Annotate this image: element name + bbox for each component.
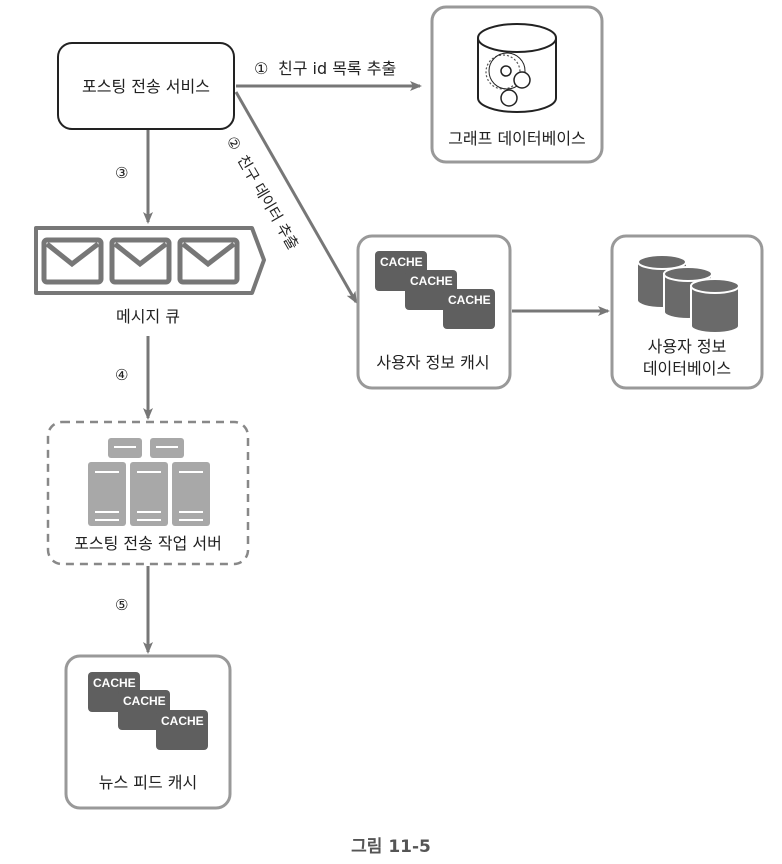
edge-fanout-to-queue: ③	[115, 128, 153, 224]
step-3-label: ③	[115, 164, 128, 182]
cache-label: CACHE	[380, 255, 423, 269]
node-label: 뉴스 피드 캐시	[99, 773, 198, 792]
node-label: 메시지 큐	[116, 307, 180, 326]
node-label-line2: 데이터베이스	[643, 359, 731, 378]
cache-stack-icon: CACHE CACHE CACHE	[375, 251, 495, 329]
node-fanout-workers[interactable]: 포스팅 전송 작업 서버	[46, 420, 250, 566]
node-label-line1: 사용자 정보	[648, 337, 727, 356]
cache-label: CACHE	[161, 714, 204, 728]
figure-caption: 그림 11-5	[351, 837, 431, 857]
step-1-label: ①	[254, 59, 268, 78]
node-fanout-service[interactable]: 포스팅 전송 서비스	[57, 42, 235, 130]
node-message-queue[interactable]: 메시지 큐	[34, 226, 266, 326]
message-queue-icon	[34, 226, 266, 295]
node-label: 사용자 정보 캐시	[376, 353, 489, 372]
edge-label-friend-ids: 친구 id 목록 추출	[278, 59, 396, 78]
step-5-label: ⑤	[115, 596, 128, 614]
cache-label: CACHE	[93, 676, 136, 690]
cache-label: CACHE	[123, 694, 166, 708]
node-user-info-cache[interactable]: CACHE CACHE CACHE 사용자 정보 캐시	[356, 234, 512, 390]
node-news-feed-cache[interactable]: CACHE CACHE CACHE 뉴스 피드 캐시	[64, 654, 232, 810]
step-2-label: ②	[223, 133, 245, 154]
node-graph-database[interactable]: 그래프 데이터베이스	[430, 5, 604, 164]
arrow-line	[234, 91, 358, 304]
cache-stack-icon: CACHE CACHE CACHE	[88, 672, 208, 750]
cache-label: CACHE	[410, 274, 453, 288]
node-label: 포스팅 전송 서비스	[82, 77, 210, 96]
server-cluster-icon	[88, 438, 210, 526]
step-4-label: ④	[115, 366, 128, 384]
node-box	[57, 42, 235, 130]
node-user-info-database[interactable]: 사용자 정보 데이터베이스	[610, 234, 764, 390]
node-label: 포스팅 전송 작업 서버	[74, 534, 222, 553]
envelope-icon	[177, 237, 240, 285]
database-cluster-icon	[637, 254, 740, 334]
envelope-icon	[41, 237, 104, 285]
envelope-icon	[109, 237, 172, 285]
cache-label: CACHE	[448, 293, 491, 307]
edge-queue-to-workers: ④	[115, 336, 153, 420]
node-label: 그래프 데이터베이스	[448, 129, 586, 148]
edge-workers-to-newsfeed: ⑤	[115, 566, 153, 654]
graph-database-icon	[477, 23, 557, 113]
edge-fanout-to-graphdb: ① 친구 id 목록 추출	[236, 59, 422, 91]
